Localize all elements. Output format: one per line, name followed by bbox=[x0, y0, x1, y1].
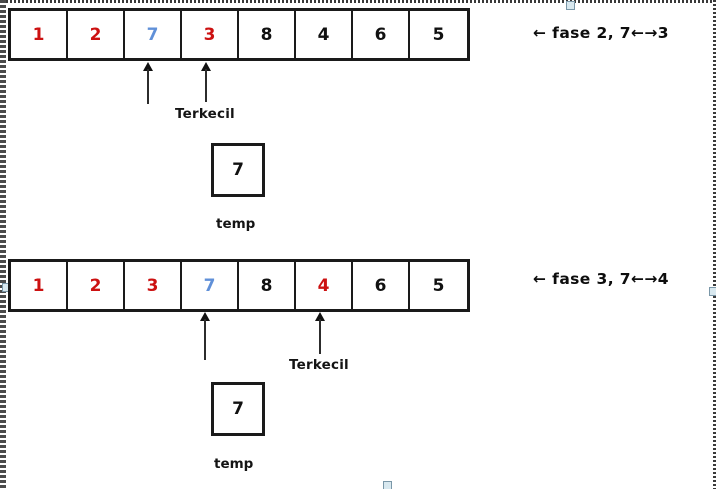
array-cell[interactable]: 2 bbox=[68, 11, 125, 58]
textbox-selection-left-edge[interactable] bbox=[0, 0, 6, 489]
array-cell[interactable]: 8 bbox=[239, 11, 296, 58]
array-cell[interactable]: 3 bbox=[182, 11, 239, 58]
selection-handle-right[interactable] bbox=[709, 287, 716, 296]
textbox-selection-top-edge[interactable] bbox=[6, 0, 716, 3]
smallest-arrow-icon bbox=[315, 312, 326, 354]
smallest-label-step-2: Terkecil bbox=[289, 357, 349, 373]
array-cell[interactable]: 2 bbox=[68, 262, 125, 309]
smallest-arrow-icon bbox=[201, 62, 212, 102]
temp-box-step-1[interactable]: 7 bbox=[211, 143, 265, 197]
phase-annotation-step-1: ← fase 2, 7←→3 bbox=[533, 24, 669, 42]
textbox-selection-right-edge[interactable] bbox=[713, 0, 716, 489]
array-cell[interactable]: 4 bbox=[296, 11, 353, 58]
array-row-step-2: 1 2 3 7 8 4 6 5 bbox=[8, 259, 470, 312]
smallest-label-step-1: Terkecil bbox=[175, 106, 235, 122]
array-cell[interactable]: 7 bbox=[182, 262, 239, 309]
selection-handle-top[interactable] bbox=[566, 1, 575, 10]
phase-annotation-step-2: ← fase 3, 7←→4 bbox=[533, 270, 669, 288]
array-cell[interactable]: 8 bbox=[239, 262, 296, 309]
array-cell[interactable]: 6 bbox=[353, 11, 410, 58]
array-cell[interactable]: 7 bbox=[125, 11, 182, 58]
temp-caption-step-1: temp bbox=[216, 216, 256, 232]
array-cell[interactable]: 5 bbox=[410, 11, 467, 58]
selection-handle-bottom[interactable] bbox=[383, 481, 392, 489]
array-cell[interactable]: 4 bbox=[296, 262, 353, 309]
array-cell[interactable]: 5 bbox=[410, 262, 467, 309]
temp-caption-step-2: temp bbox=[214, 456, 254, 472]
array-cell[interactable]: 1 bbox=[11, 11, 68, 58]
pointer-arrow-icon bbox=[143, 62, 154, 104]
array-cell[interactable]: 1 bbox=[11, 262, 68, 309]
pointer-arrow-icon bbox=[200, 312, 211, 360]
array-row-step-1: 1 2 7 3 8 4 6 5 bbox=[8, 8, 470, 61]
array-cell[interactable]: 6 bbox=[353, 262, 410, 309]
temp-box-step-2[interactable]: 7 bbox=[211, 382, 265, 436]
array-cell[interactable]: 3 bbox=[125, 262, 182, 309]
